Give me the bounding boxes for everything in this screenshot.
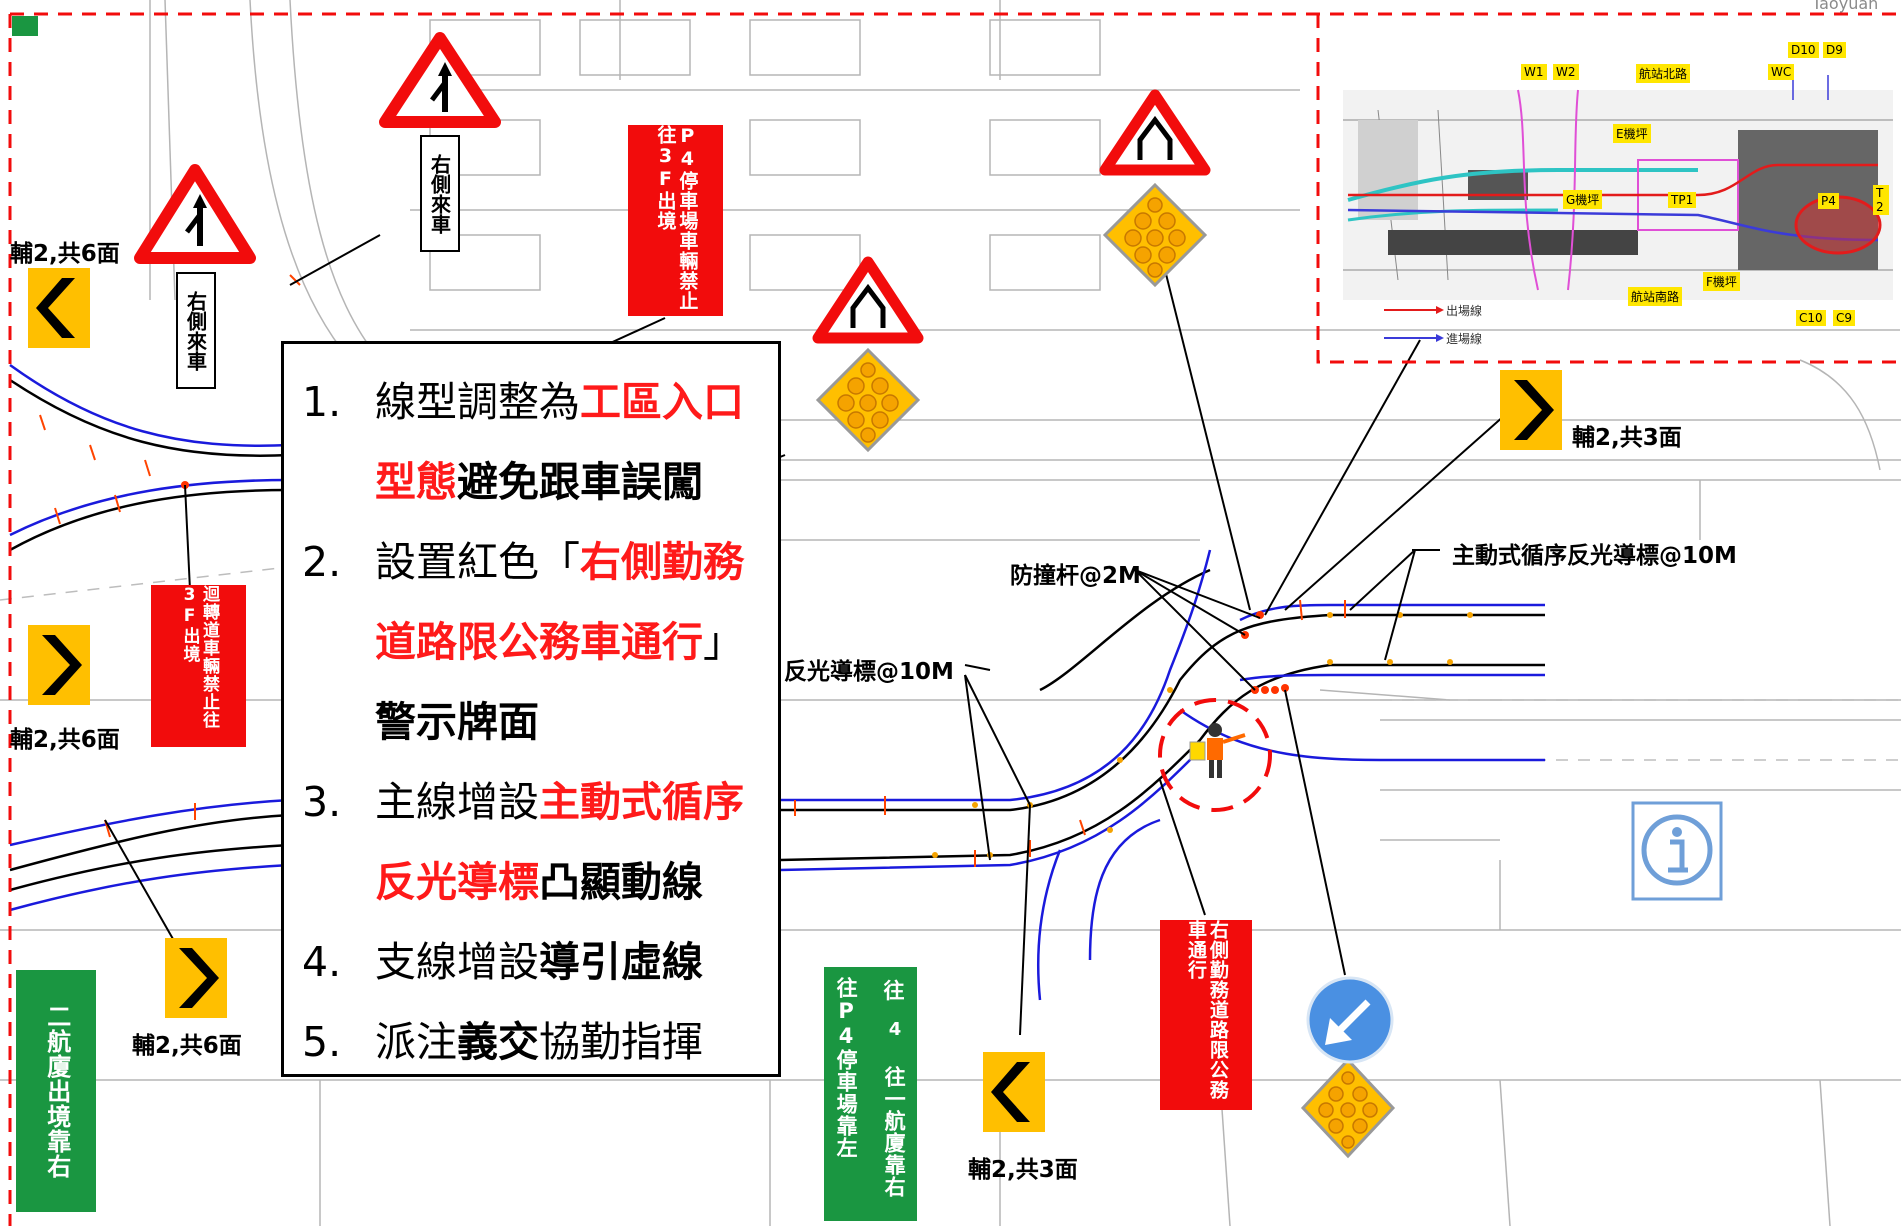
note-1-text-b: 避免跟車誤闖 bbox=[457, 458, 703, 506]
flashing-light-sign-1 bbox=[1102, 182, 1208, 288]
note-3-highlight-a: 主動式循序 bbox=[539, 778, 744, 826]
lanes-diverge-sign-1 bbox=[1099, 89, 1211, 176]
p4-forbid-sign: P4停車場車輛禁止往3F出境 bbox=[628, 125, 723, 316]
note-4-highlight: 導引虛線 bbox=[539, 938, 703, 986]
note-1-number: 1. bbox=[302, 378, 342, 426]
inset-label-wc: WC bbox=[1768, 64, 1795, 80]
chevron-sign-right-3 bbox=[1500, 370, 1562, 450]
note-5-highlight: 義交 bbox=[457, 1018, 539, 1066]
inset-label-c9: C9 bbox=[1833, 310, 1856, 326]
chevron-count-label-4: 輔2,共3面 bbox=[968, 1157, 1078, 1183]
inset-label-t2: T2 bbox=[1873, 185, 1889, 215]
note-2-number: 2. bbox=[302, 538, 342, 586]
corner-brand-text: Taoyuan bbox=[1812, 0, 1879, 13]
note-3: 3. 主線增設主動式循序反光導標凸顯動線 bbox=[302, 762, 778, 922]
note-3-highlight-b: 反光導標 bbox=[375, 858, 539, 906]
active-marker-spacing-label: 主動式循序反光導標@10M bbox=[1452, 543, 1737, 569]
note-2-text-a: 設置紅色「 bbox=[375, 538, 580, 586]
route-number-label: 4 bbox=[888, 1019, 902, 1040]
chevron-count-label-3: 輔2,共6面 bbox=[132, 1033, 242, 1059]
bollard-spacing-label: 防撞杆@2M bbox=[1010, 563, 1141, 589]
p4-terminal1-direction-sign: 往P4停車場靠左 往一航廈靠右 往 4 bbox=[824, 967, 917, 1221]
note-1: 1. 線型調整為工區入口型態避免跟車誤闖 bbox=[302, 362, 778, 522]
note-4: 4. 支線增設導引虛線 bbox=[302, 922, 778, 1002]
chevron-sign-right-1 bbox=[28, 625, 90, 705]
inset-label-p4: P4 bbox=[1818, 193, 1839, 209]
inset-label-w1: W1 bbox=[1521, 64, 1547, 80]
lanes-diverge-sign-2 bbox=[812, 256, 924, 344]
improvement-notes-panel: 1. 線型調整為工區入口型態避免跟車誤闖 2. 設置紅色「右側勤務道路限公務車通… bbox=[281, 341, 781, 1077]
inset-label-e-apron: E機坪 bbox=[1613, 124, 1651, 143]
inset-label-south-road: 航站南路 bbox=[1628, 287, 1683, 306]
inset-label-g-apron: G機坪 bbox=[1563, 190, 1603, 209]
note-3-number: 3. bbox=[302, 778, 342, 826]
note-3-text-b: 凸顯動線 bbox=[539, 858, 703, 906]
leader-lines bbox=[104, 234, 1506, 1036]
note-5-number: 5. bbox=[302, 1018, 342, 1066]
note-2: 2. 設置紅色「右側勤務道路限公務車通行」警示牌面 bbox=[302, 522, 778, 762]
chevron-count-label-2: 輔2,共6面 bbox=[10, 727, 120, 753]
chevron-sign-right-2 bbox=[165, 938, 227, 1018]
merge-warning-sign-2 bbox=[134, 164, 256, 264]
reflector-ticks bbox=[39, 274, 1346, 867]
note-2-highlight-b: 道路限公務車通行 bbox=[375, 618, 703, 666]
keep-left-arrow-sign bbox=[1306, 976, 1394, 1064]
chevron-sign-left-2 bbox=[983, 1052, 1045, 1132]
inset-label-w2: W2 bbox=[1553, 64, 1579, 80]
terminal1-direction-text: 往一航廈靠右 bbox=[882, 1066, 907, 1198]
inset-label-d9: D9 bbox=[1823, 42, 1846, 58]
note-1-text-a: 線型調整為 bbox=[375, 378, 580, 426]
corner-marker bbox=[12, 16, 38, 36]
work-zone-border bbox=[8, 12, 1901, 1226]
traffic-volunteer-icon bbox=[1189, 723, 1246, 778]
note-2-text-b: 」 bbox=[703, 618, 744, 666]
location-inset-map: W1 W2 航站北路 WC D10 D9 E機坪 G機坪 TP1 P4 T2 F… bbox=[1318, 20, 1898, 362]
note-2-text-c: 警示牌面 bbox=[375, 698, 539, 746]
traffic-volunteer-circle bbox=[1158, 698, 1272, 812]
note-5-text-a: 派注 bbox=[375, 1018, 457, 1066]
reflector-spacing-label: 反光導標@10M bbox=[784, 659, 954, 685]
info-icon bbox=[1631, 801, 1723, 901]
inset-legend-entry: 進場線 bbox=[1446, 332, 1483, 346]
note-5: 5. 派注義交協勤指揮 bbox=[302, 1002, 778, 1082]
flashing-light-sign-2 bbox=[815, 347, 921, 453]
right-merge-text-sign-2: 右側來車 bbox=[176, 272, 216, 389]
chevron-sign-left-1 bbox=[28, 268, 90, 348]
note-1-highlight-b: 型態 bbox=[375, 458, 457, 506]
chevron-count-label-5: 輔2,共3面 bbox=[1572, 425, 1682, 451]
note-1-highlight-a: 工區入口 bbox=[580, 378, 744, 426]
note-5-text-b: 協勤指揮 bbox=[539, 1018, 703, 1066]
inset-label-north-road: 航站北路 bbox=[1636, 64, 1691, 83]
inset-label-d10: D10 bbox=[1788, 42, 1819, 58]
inset-label-f-apron: F機坪 bbox=[1703, 272, 1740, 291]
chevron-count-label-1: 輔2,共6面 bbox=[10, 241, 120, 267]
merge-warning-sign-1 bbox=[379, 32, 501, 128]
terminal2-exit-sign: 二航廈出境靠右 bbox=[16, 970, 96, 1212]
inset-label-tp1: TP1 bbox=[1668, 192, 1697, 208]
service-road-restriction-sign: 右側勤務道路限公務車通行 bbox=[1160, 920, 1252, 1110]
note-3-text-a: 主線增設 bbox=[375, 778, 539, 826]
inset-legend-exit: 出場線 bbox=[1446, 304, 1483, 318]
note-4-text-a: 支線增設 bbox=[375, 938, 539, 986]
p4-direction-text: 往P4停車場靠左 bbox=[834, 976, 859, 1159]
note-4-number: 4. bbox=[302, 938, 342, 986]
note-2-highlight-a: 右側勤務 bbox=[580, 538, 744, 586]
inset-label-c10: C10 bbox=[1796, 310, 1826, 326]
uturn-forbid-sign: 迴轉道車輛禁止往3F出境 bbox=[151, 585, 246, 747]
flashing-light-sign-3 bbox=[1300, 1057, 1396, 1159]
right-merge-text-sign-1: 右側來車 bbox=[420, 135, 460, 252]
main-road-lines bbox=[9, 378, 1545, 892]
